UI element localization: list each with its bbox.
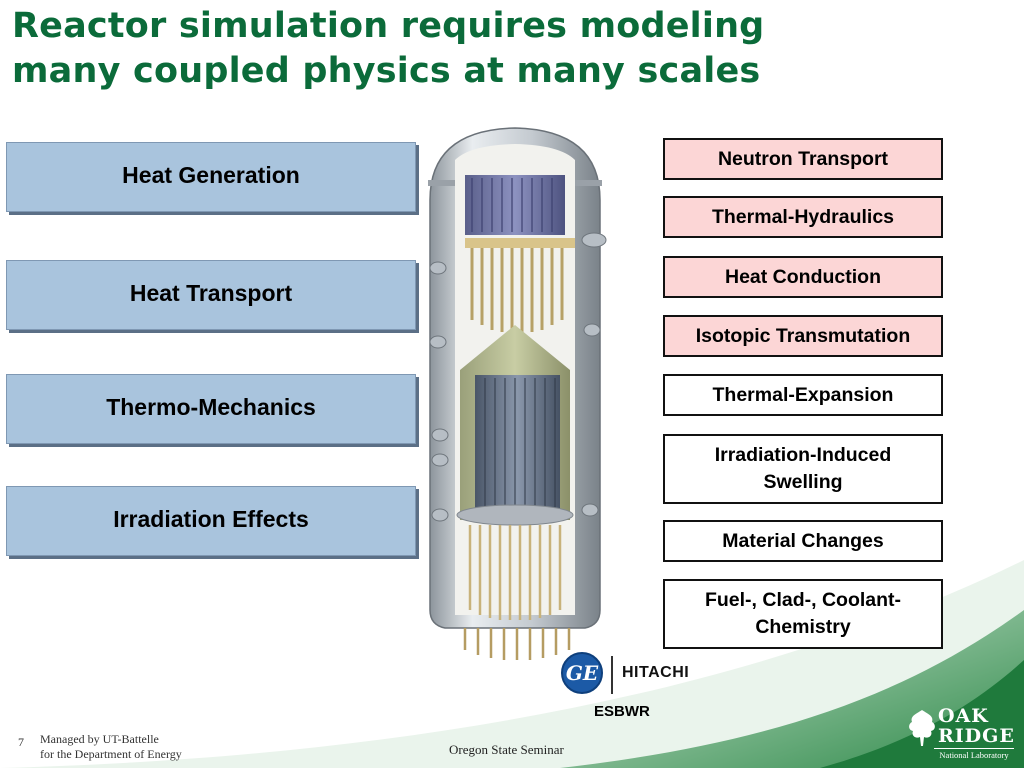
box-fuel-clad-coolant-chemistry: Fuel-, Clad-, Coolant-Chemistry [663,579,943,649]
slide-title-line2: many coupled physics at many scales [12,51,761,91]
logo-separator [611,656,613,694]
footer-managed-line2: for the Department of Energy [40,747,182,761]
slide-title-line1: Reactor simulation requires modeling [12,6,765,46]
box-irradiation-induced-swelling: Irradiation-Induced Swelling [663,434,943,504]
reactor-vessel-illustration [428,127,607,660]
box-thermal-hydraulics: Thermal-Hydraulics [663,196,943,238]
ornl-logo: OAK RIDGE National Laboratory [906,704,1016,762]
box-irradiation-effects: Irradiation Effects [6,486,416,556]
footer-managed-by: Managed by UT-Battelle for the Departmen… [40,732,182,762]
box-heat-transport: Heat Transport [6,260,416,330]
slide-title: Reactor simulation requires modeling man… [12,4,1012,94]
page-number: 7 [18,735,24,749]
oak-leaf-icon [909,710,935,746]
ge-logo: GE [561,652,603,694]
hitachi-logo: HITACHI [622,664,690,681]
box-thermal-expansion: Thermal-Expansion [663,374,943,416]
box-heat-conduction: Heat Conduction [663,256,943,298]
ornl-ridge-text: RIDGE [938,725,1015,747]
box-isotopic-transmutation: Isotopic Transmutation [663,315,943,357]
box-heat-generation: Heat Generation [6,142,416,212]
box-thermo-mechanics: Thermo-Mechanics [6,374,416,444]
box-material-changes: Material Changes [663,520,943,562]
esbwr-caption: ESBWR [594,703,650,720]
footer-managed-line1: Managed by UT-Battelle [40,732,159,746]
ornl-subtitle: National Laboratory [934,748,1014,760]
ornl-oak-text: OAK [938,705,989,727]
box-neutron-transport: Neutron Transport [663,138,943,180]
footer-seminar-name: Oregon State Seminar [449,742,564,757]
